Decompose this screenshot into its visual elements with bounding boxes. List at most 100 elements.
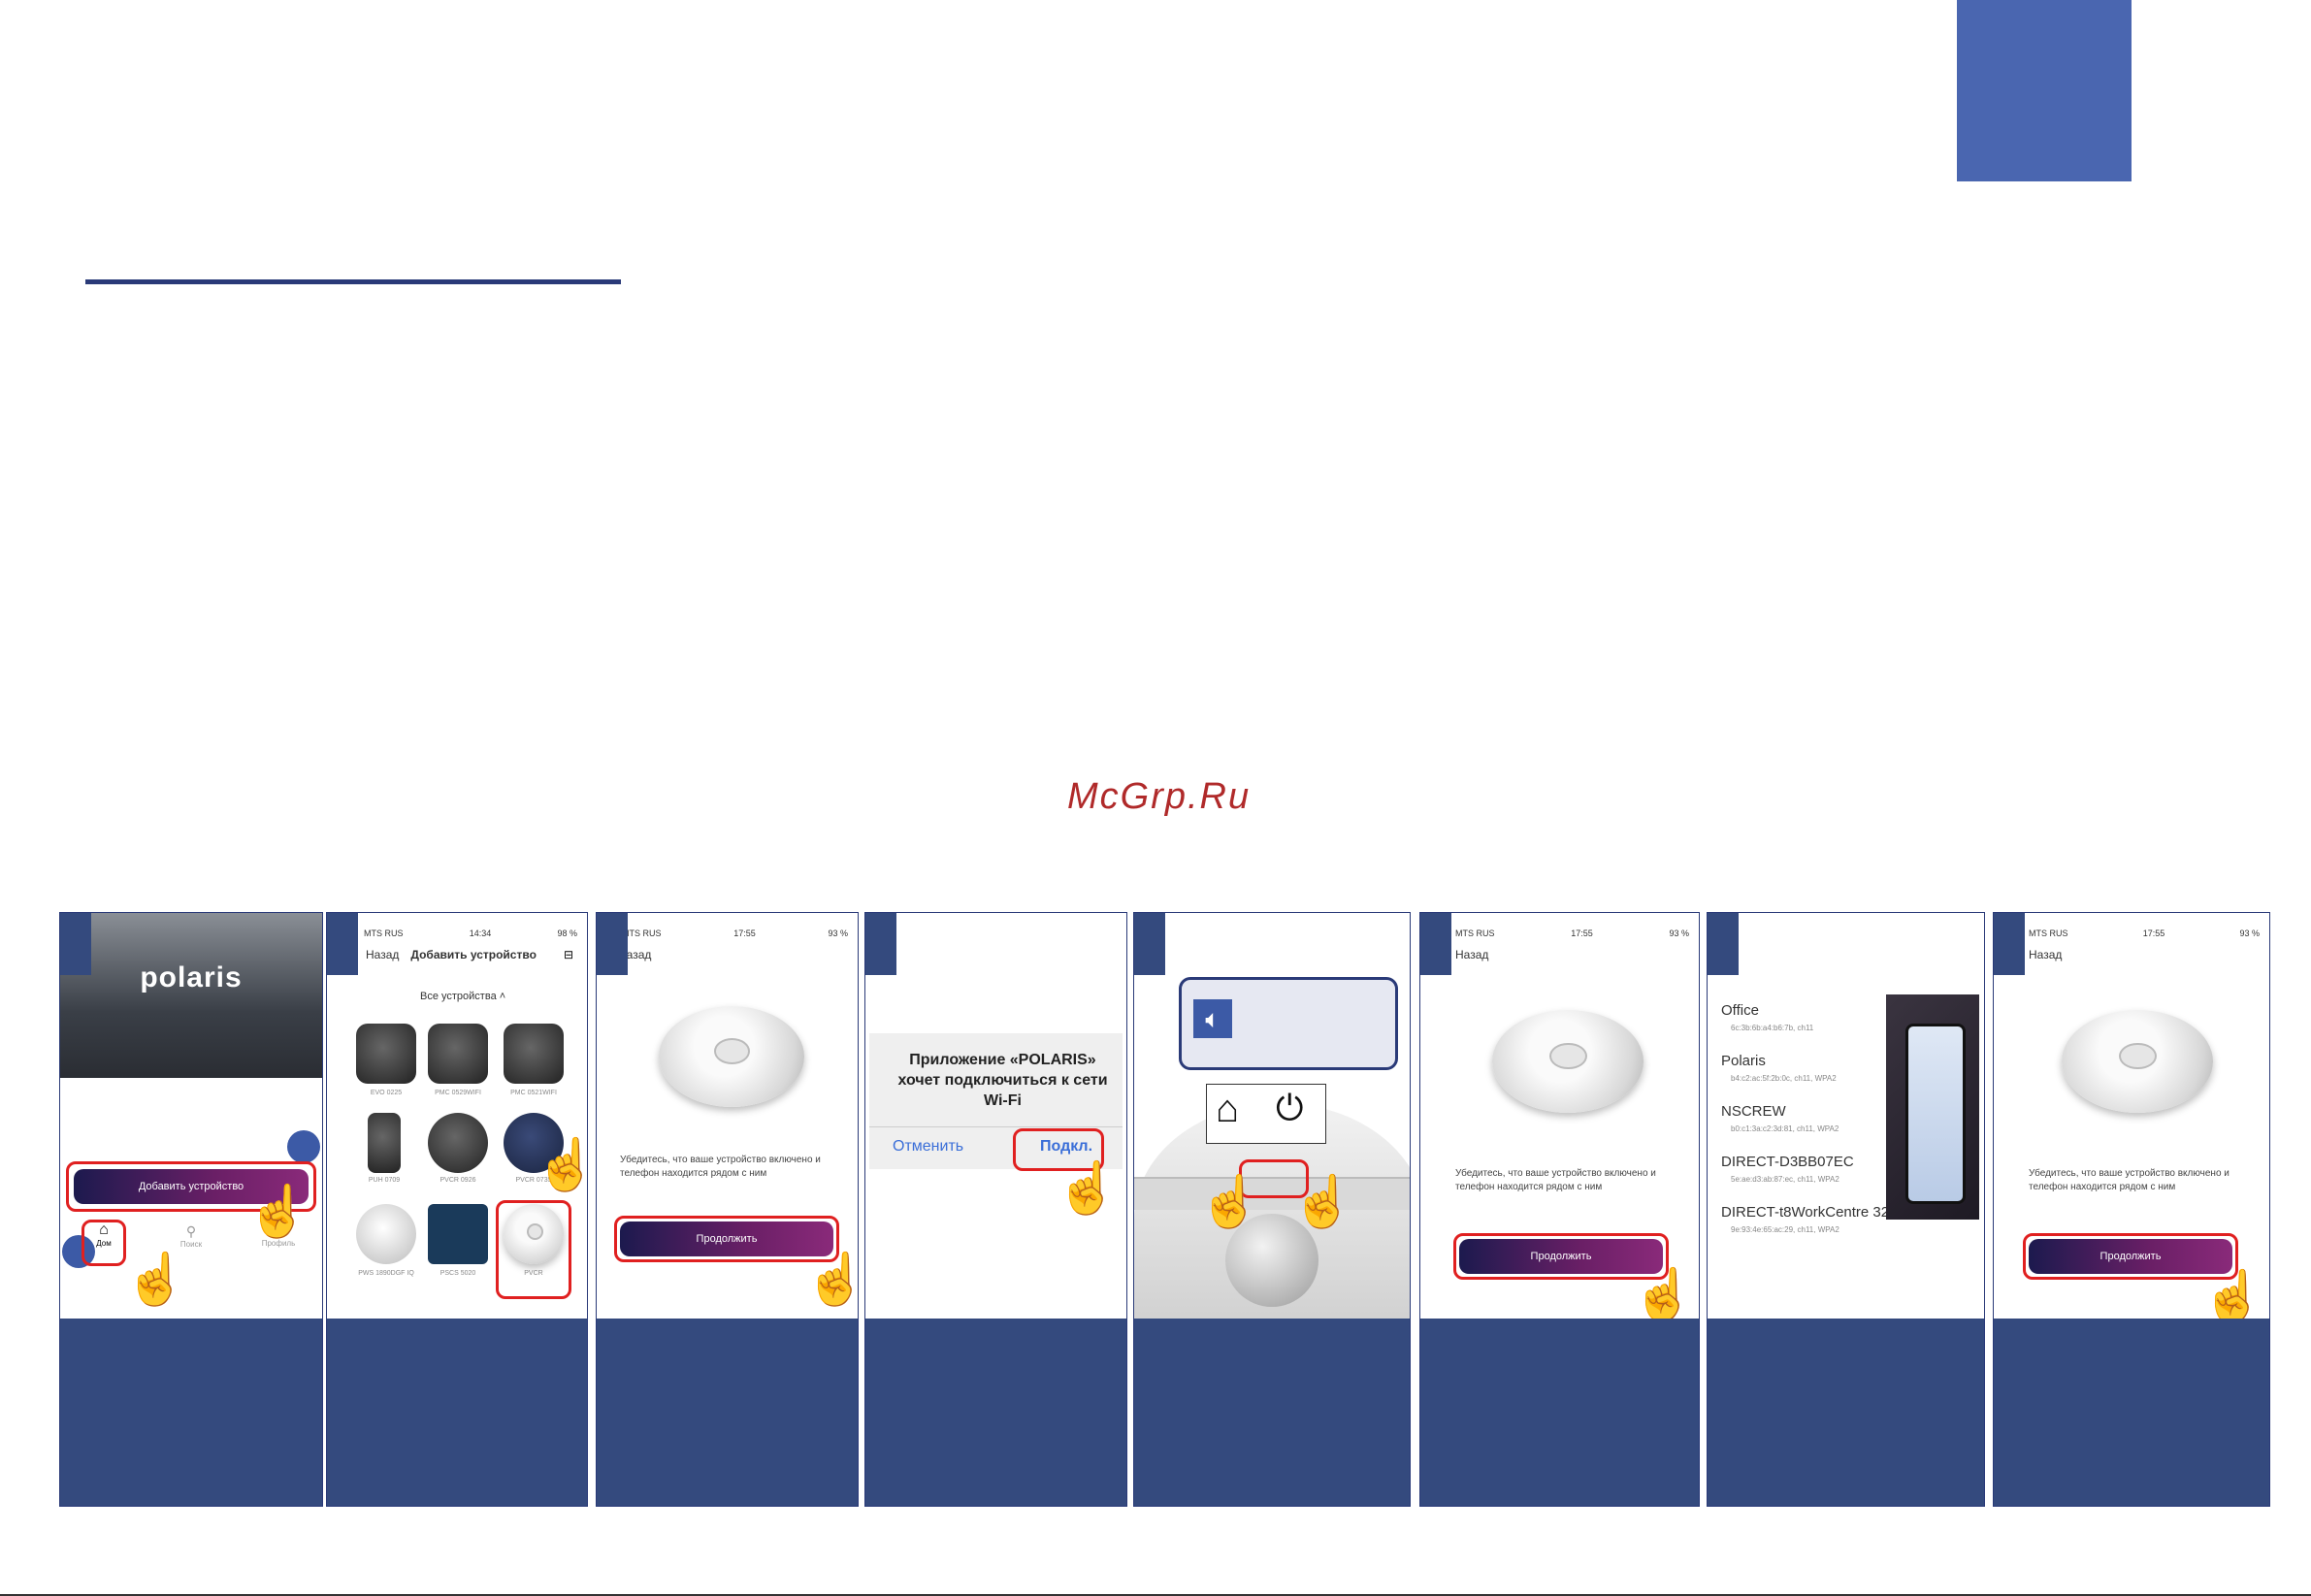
device-label: EVO 0225 [370,1090,403,1096]
device-label: PMC 0521WIFI [510,1090,557,1096]
battery: 98 % [557,928,577,938]
pointer-hand-icon: ☝ [1632,1267,1695,1320]
back-button[interactable]: Назад [366,948,400,961]
wifi-network-detail: b4:c2:ac:5f:2b:0c, ch11, WPA2 [1731,1074,1837,1083]
sound-callout: 🔈︎ [1179,977,1398,1070]
corner-block [1957,0,2132,181]
button-panel [1206,1084,1326,1144]
battery: 93 % [1669,928,1689,938]
city-banner [60,913,322,1078]
device-highlight [496,1200,571,1299]
step-caption [1420,1319,1699,1506]
pointer-hand-icon: ☝ [535,1140,587,1190]
device-tile-multicooker[interactable] [356,1024,416,1084]
search-icon: ⚲ [185,1223,197,1239]
step-panel-7: Office 6c:3b:6b:a4:b6:7b, ch11 Polaris b… [1707,912,1985,1507]
step-caption [1134,1319,1410,1506]
cancel-button[interactable]: Отменить [893,1138,964,1155]
continue-highlight [1453,1233,1669,1280]
step-panel-1: polaris Добавить устройство ☝ ⌂ Дом ⚲ По… [59,912,323,1507]
button-highlight [1239,1159,1309,1198]
device-tile-robot-vacuum[interactable] [428,1113,488,1173]
scan-icon[interactable]: ⊟ [563,948,573,961]
step-caption [1708,1319,1984,1506]
step-number-badge [60,913,91,975]
title-underline [85,279,621,284]
battery: 93 % [828,928,848,938]
filter-dropdown[interactable]: Все устройства ˄ [420,991,505,1002]
step-number-badge [1420,913,1451,975]
back-button[interactable]: Назад [1455,948,1489,961]
tab-search[interactable]: ⚲ Поиск [167,1223,215,1249]
step-panel-4: Приложение «POLARIS» хочет подключиться … [864,912,1127,1507]
wifi-network-detail: b0:c1:3a:c2:3d:81, ch11, WPA2 [1731,1124,1839,1133]
robot-bumper [1134,1177,1410,1210]
clock: 17:55 [1571,928,1593,938]
device-tile-multicooker[interactable] [428,1024,488,1084]
tab-home[interactable]: ⌂ Дом [83,1221,124,1266]
pointer-hand-icon: ☝ [2201,1269,2264,1320]
step-caption [327,1319,587,1506]
app-screen: MTS RUS 17:55 93 % Назад Убедитесь, что … [1994,913,2269,1320]
wifi-network-detail: 9e:93:4e:65:ac:29, ch11, WPA2 [1731,1225,1839,1234]
device-tile-scale[interactable] [428,1204,488,1264]
device-label: PVCR 0735 [515,1177,552,1184]
pointer-hand-icon: ☝ [246,1184,309,1240]
step-caption [865,1319,1126,1506]
wifi-network-name: Polaris [1721,1053,1766,1069]
robot-dial [1225,1214,1318,1307]
connect-button[interactable]: Подкл. [1040,1138,1093,1155]
filter-label: Все устройства [420,991,497,1002]
device-label: PUH 0709 [368,1177,401,1184]
wifi-network-detail: 5e:ae:d3:ab:87:ec, ch11, WPA2 [1731,1175,1839,1184]
step-panel-5: 🔈︎ ⌂ ⏻ ☝ ☝ [1133,912,1411,1507]
device-tile-pressure-cooker[interactable] [504,1024,564,1084]
carrier: MTS RUS [364,928,404,938]
status-bar: MTS RUS 14:34 98 % [364,928,577,942]
connect-highlight [1013,1128,1104,1171]
status-bar: MTS RUS 17:55 93 % [1455,928,1689,942]
clock: 17:55 [2142,928,2165,938]
pointer-hand-icon: ☝ [1291,1174,1354,1230]
device-tile-robot-vacuum[interactable] [504,1113,564,1173]
step-panel-6: MTS RUS 17:55 93 % Назад Убедитесь, что … [1419,912,1700,1507]
step-number-badge [597,913,628,975]
continue-button[interactable]: Продолжить [2029,1239,2232,1274]
app-screen: MTS RUS 17:55 93 % Назад Убедитесь, что … [1420,913,1699,1320]
status-bar: MTS RUS 17:55 93 % [622,928,848,942]
tab-search-label: Поиск [179,1240,203,1249]
add-device-highlight [66,1161,316,1212]
wifi-network-name: DIRECT-D3BB07EC [1721,1154,1854,1170]
home-icon: ⌂ [1216,1088,1240,1130]
device-label: PVCR [524,1270,543,1277]
back-button[interactable]: Назад [2029,948,2063,961]
add-device-button[interactable]: Добавить устройство [74,1169,309,1204]
continue-button[interactable]: Продолжить [620,1221,833,1256]
dialog-divider [869,1126,1123,1127]
pointer-hand-icon: ☝ [1056,1160,1119,1217]
step-number-badge [1708,913,1739,975]
step-panel-3: MTS RUS 17:55 93 % Назад Убедитесь, что … [596,912,859,1507]
device-tile-kettle[interactable] [356,1204,416,1264]
device-tile-humidifier[interactable] [368,1113,401,1173]
clock: 14:34 [469,928,492,938]
speaker-icon: 🔈︎ [1193,999,1232,1038]
bottom-rule [0,1594,2311,1596]
clock: 17:55 [733,928,756,938]
device-tile-pvcr-robot[interactable] [504,1204,564,1264]
ios-dialog-screen: Приложение «POLARIS» хочет подключиться … [865,913,1126,1320]
tab-profile[interactable]: Профиль [254,1239,303,1248]
pointer-hand-icon: ☝ [804,1254,858,1305]
tab-profile-label: Профиль [261,1239,296,1248]
robot-vacuum-image [659,1006,804,1107]
step-caption [60,1319,322,1506]
continue-button[interactable]: Продолжить [1459,1239,1663,1274]
continue-highlight [614,1216,839,1262]
app-screen: MTS RUS 17:55 93 % Назад Убедитесь, что … [597,913,858,1320]
instruction-text: Убедитесь, что ваше устройство включено … [1455,1168,1656,1192]
continue-highlight [2023,1233,2238,1280]
status-bar: MTS RUS 17:55 93 % [2029,928,2260,942]
